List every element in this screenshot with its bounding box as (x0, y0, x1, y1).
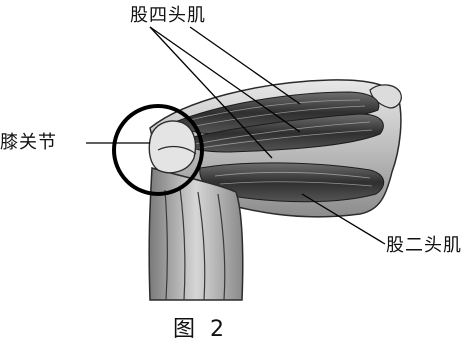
label-biceps-femoris: 股二头肌 (386, 237, 462, 255)
label-knee-joint: 膝关节 (0, 134, 57, 152)
figure-caption: 图 2 (173, 319, 228, 341)
label-quadriceps: 股四头肌 (130, 7, 206, 25)
